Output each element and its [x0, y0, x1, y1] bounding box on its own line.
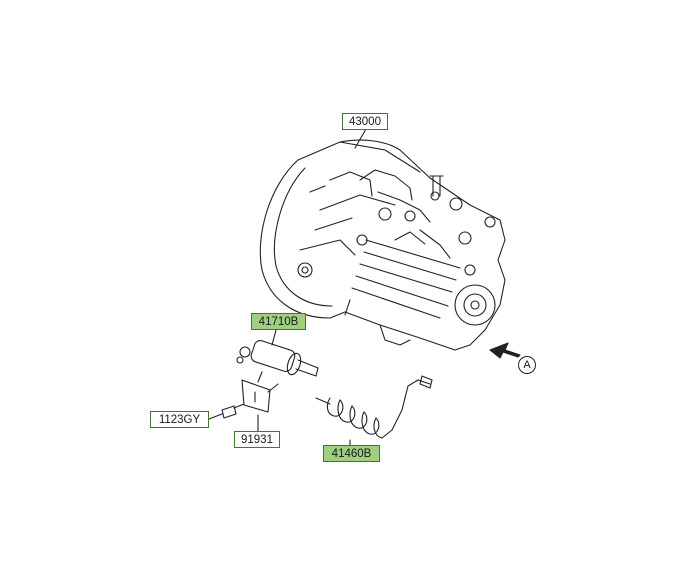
clutch-hose-drawing [315, 375, 433, 439]
view-reference-a[interactable]: A [518, 356, 536, 374]
release-cylinder-drawing [236, 340, 319, 383]
part-label-bolt[interactable]: 1123GY [150, 411, 209, 428]
part-label-transaxle[interactable]: 43000 [342, 113, 388, 130]
transaxle-drawing [259, 139, 506, 351]
bolt-drawing [221, 403, 245, 419]
part-label-clutch-hose[interactable]: 41460B [323, 445, 380, 462]
bracket-drawing [241, 379, 279, 413]
part-label-release-cylinder[interactable]: 41710B [251, 313, 306, 330]
part-label-bracket[interactable]: 91931 [234, 431, 280, 448]
view-arrow [489, 342, 521, 359]
